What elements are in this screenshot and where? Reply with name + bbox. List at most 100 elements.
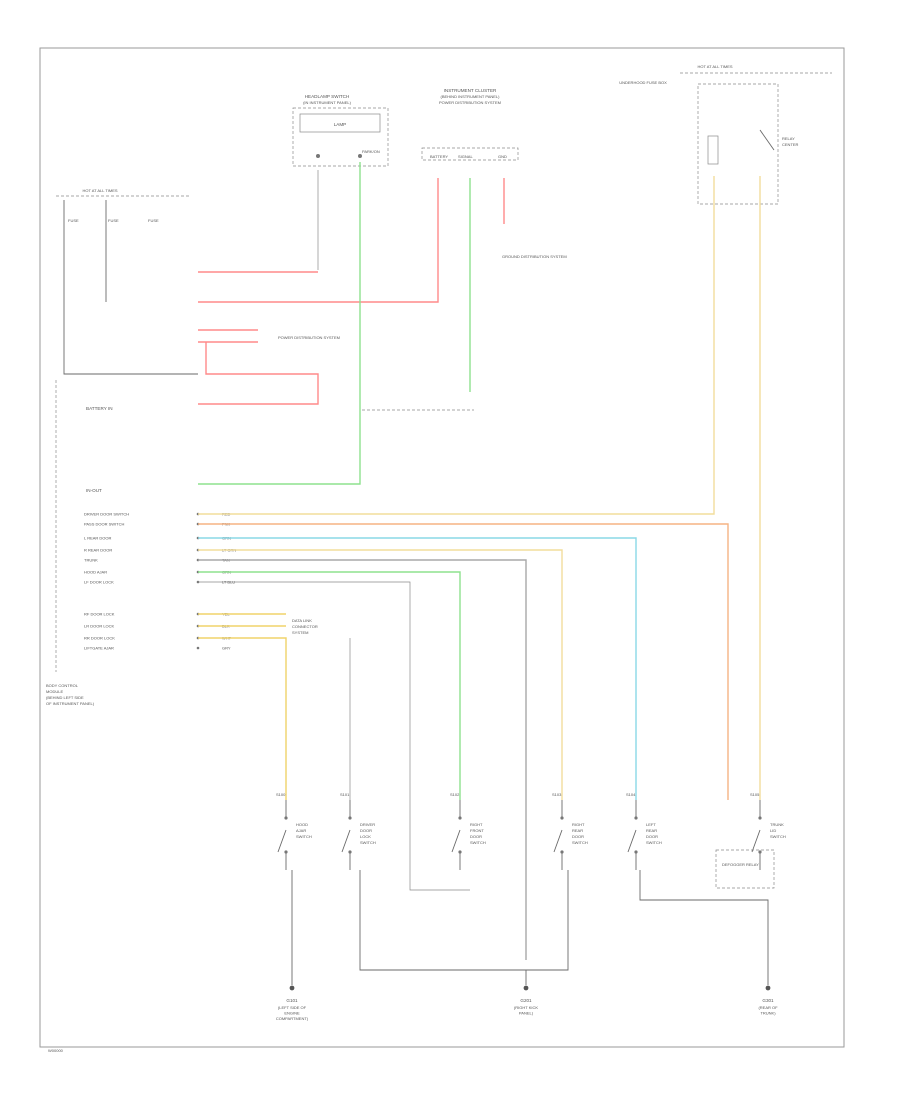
wire-tan-1: [198, 176, 715, 515]
dash-note-3: SYSTEM: [292, 630, 308, 635]
relay-title-1: RELAY: [782, 136, 795, 141]
bcm-row-label: RR DOOR LOCK: [84, 636, 115, 641]
ground-sub: (RIGHT KICK: [514, 1005, 538, 1010]
switch-label: RIGHT: [572, 822, 585, 827]
cluster-pin-gnd: GND: [498, 154, 507, 159]
switch-label: SWITCH: [360, 840, 376, 845]
switch-label: REAR: [646, 828, 657, 833]
wire-red-5: [198, 342, 319, 405]
headlamp-pin-a: [316, 154, 320, 158]
bcm-row-pin: [196, 646, 200, 650]
power-dist-note: POWER DISTRIBUTION SYSTEM: [278, 335, 340, 340]
switch-code: S103: [552, 792, 562, 797]
dash-note-1: DATA LINK: [292, 618, 312, 623]
relay-box: [697, 83, 779, 205]
headlamp-switch-sub: (IN INSTRUMENT PANEL): [303, 100, 352, 105]
instrument-cluster: INSTRUMENT CLUSTER (BEHIND INSTRUMENT PA…: [421, 88, 567, 259]
switch-symbol: [751, 800, 761, 870]
wire-blue-1: [198, 537, 637, 800]
switch-contact-bottom: [284, 850, 288, 854]
cluster-pin-signal: SIGNAL: [458, 154, 473, 159]
wire-gray-1: [198, 559, 527, 960]
fuse-left-3: FUSE: [148, 218, 159, 223]
bcm-title-4: OF INSTRUMENT PANEL): [46, 701, 95, 706]
bcm-battery-in: BATTERY IN: [86, 406, 113, 411]
fuse-left-2: FUSE: [108, 218, 119, 223]
bcm-row-label: LIFTGATE AJAR: [84, 646, 114, 651]
bcm-row-label: RF DOOR LOCK: [84, 612, 115, 617]
switch-label: SWITCH: [770, 834, 786, 839]
bcm-connector: BODY CONTROL MODULE (BEHIND LEFT SIDE OF…: [46, 335, 340, 706]
bcm-title-1: BODY CONTROL: [46, 683, 79, 688]
switch-label: DRIVER: [360, 822, 375, 827]
ground-runs: DEFOGGER RELAY: [291, 849, 775, 985]
switch-contact-top: [758, 816, 762, 820]
switch-code: S101: [340, 792, 350, 797]
relay-defogger-box: [715, 849, 775, 889]
ground-sub: ENGINE: [284, 1011, 300, 1016]
ground-label: G201: [520, 998, 532, 1003]
switch-label: SWITCH: [646, 840, 662, 845]
ground-label: G301: [762, 998, 774, 1003]
ground-sub: TRUNK): [760, 1011, 776, 1016]
switch-contact-top: [284, 816, 288, 820]
headlamp-lamp-box: [299, 113, 381, 133]
underhood-fuse-box: HOT AT ALL TIMES UNDERHOOD FUSE BOX RELA…: [619, 64, 832, 205]
switch-label: DOOR: [646, 834, 658, 839]
fuse-left-title: HOT AT ALL TIMES: [82, 188, 117, 193]
wire-green-1: [198, 162, 361, 485]
fuse-top-sub: UNDERHOOD FUSE BOX: [619, 80, 667, 85]
cluster-pin-battery: BATTERY: [430, 154, 448, 159]
ground-run-3: [525, 870, 569, 985]
bcm-row-label: PASS DOOR SWITCH: [84, 522, 124, 527]
headlamp-lamp-label: LAMP: [334, 122, 347, 127]
bcm-row-label: HOOD AJAR: [84, 570, 107, 575]
relay-title-2: CENTER: [782, 142, 799, 147]
switch-symbol: [627, 800, 637, 870]
switch-label: TRUNK: [770, 822, 784, 827]
headlamp-pin-label: PARK/ON: [362, 149, 380, 154]
bcm-in-out: IN-OUT: [86, 488, 102, 493]
ground-run-4: [639, 870, 769, 985]
switch-label: LID: [770, 828, 776, 833]
cluster-connector: [421, 147, 519, 161]
switch-contact-bottom: [348, 850, 352, 854]
switch-label: HOOD: [296, 822, 308, 827]
fuse-left-1: FUSE: [68, 218, 79, 223]
wire-harness: [198, 162, 761, 960]
headlamp-switch: HEADLAMP SWITCH (IN INSTRUMENT PANEL) LA…: [292, 94, 389, 167]
switch-code: S100: [276, 792, 286, 797]
switch-label: AJAR: [296, 828, 306, 833]
switch-contact-top: [348, 816, 352, 820]
ground-dot: [289, 985, 295, 991]
switch-code: S102: [450, 792, 460, 797]
switch-label: SWITCH: [572, 840, 588, 845]
switch-contact-top: [634, 816, 638, 820]
switch-label: LEFT: [646, 822, 656, 827]
switch-contact-top: [458, 816, 462, 820]
bcm-row-label: LF DOOR LOCK: [84, 580, 114, 585]
cluster-sub: (BEHIND INSTRUMENT PANEL): [441, 94, 501, 99]
cluster-sub-2: POWER DISTRIBUTION SYSTEM: [439, 100, 501, 105]
footer-code: W00000: [48, 1048, 64, 1053]
relay-contact: [759, 129, 775, 151]
bcm-row-label: R REAR DOOR: [84, 548, 112, 553]
switch-contact-bottom: [560, 850, 564, 854]
wire-yellow-3: [198, 637, 287, 800]
switch-label: DOOR: [572, 834, 584, 839]
switch-label: FRONT: [470, 828, 484, 833]
switch-code: S105: [750, 792, 760, 797]
switch-label: DOOR: [360, 828, 372, 833]
ground-sub: (REAR OF: [758, 1005, 778, 1010]
switch-contact-bottom: [634, 850, 638, 854]
switch-symbol: [341, 800, 351, 870]
switch-contact-bottom: [458, 850, 462, 854]
wire-red-2: [198, 178, 439, 303]
